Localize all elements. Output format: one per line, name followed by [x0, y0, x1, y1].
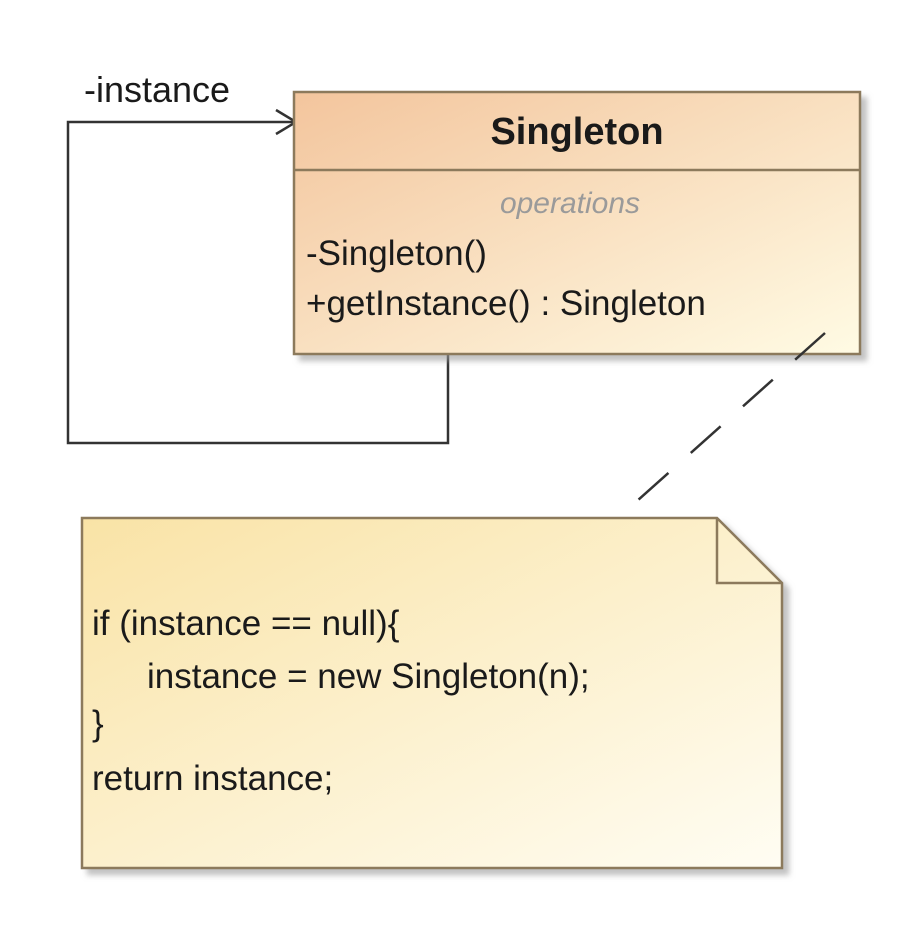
note-folded-corner: [715, 518, 782, 585]
note-line-1: if (instance == null){: [92, 604, 400, 643]
note-line-3: }: [92, 704, 104, 743]
class-name: Singleton: [490, 111, 663, 153]
operation-constructor: -Singleton(): [306, 234, 487, 273]
operations-stereotype: operations: [500, 187, 640, 220]
note-anchor-line: [617, 332, 826, 519]
note[interactable]: [80, 516, 784, 870]
association-line[interactable]: [66, 120, 450, 445]
note-line-2: instance = new Singleton(n);: [147, 657, 590, 696]
operation-get-instance: +getInstance() : Singleton: [306, 284, 706, 323]
note-body[interactable]: [80, 516, 784, 870]
note-line-4: return instance;: [92, 759, 333, 798]
association-role-label: -instance: [84, 69, 230, 110]
class-singleton[interactable]: [292, 90, 862, 356]
class-box[interactable]: [292, 90, 862, 356]
